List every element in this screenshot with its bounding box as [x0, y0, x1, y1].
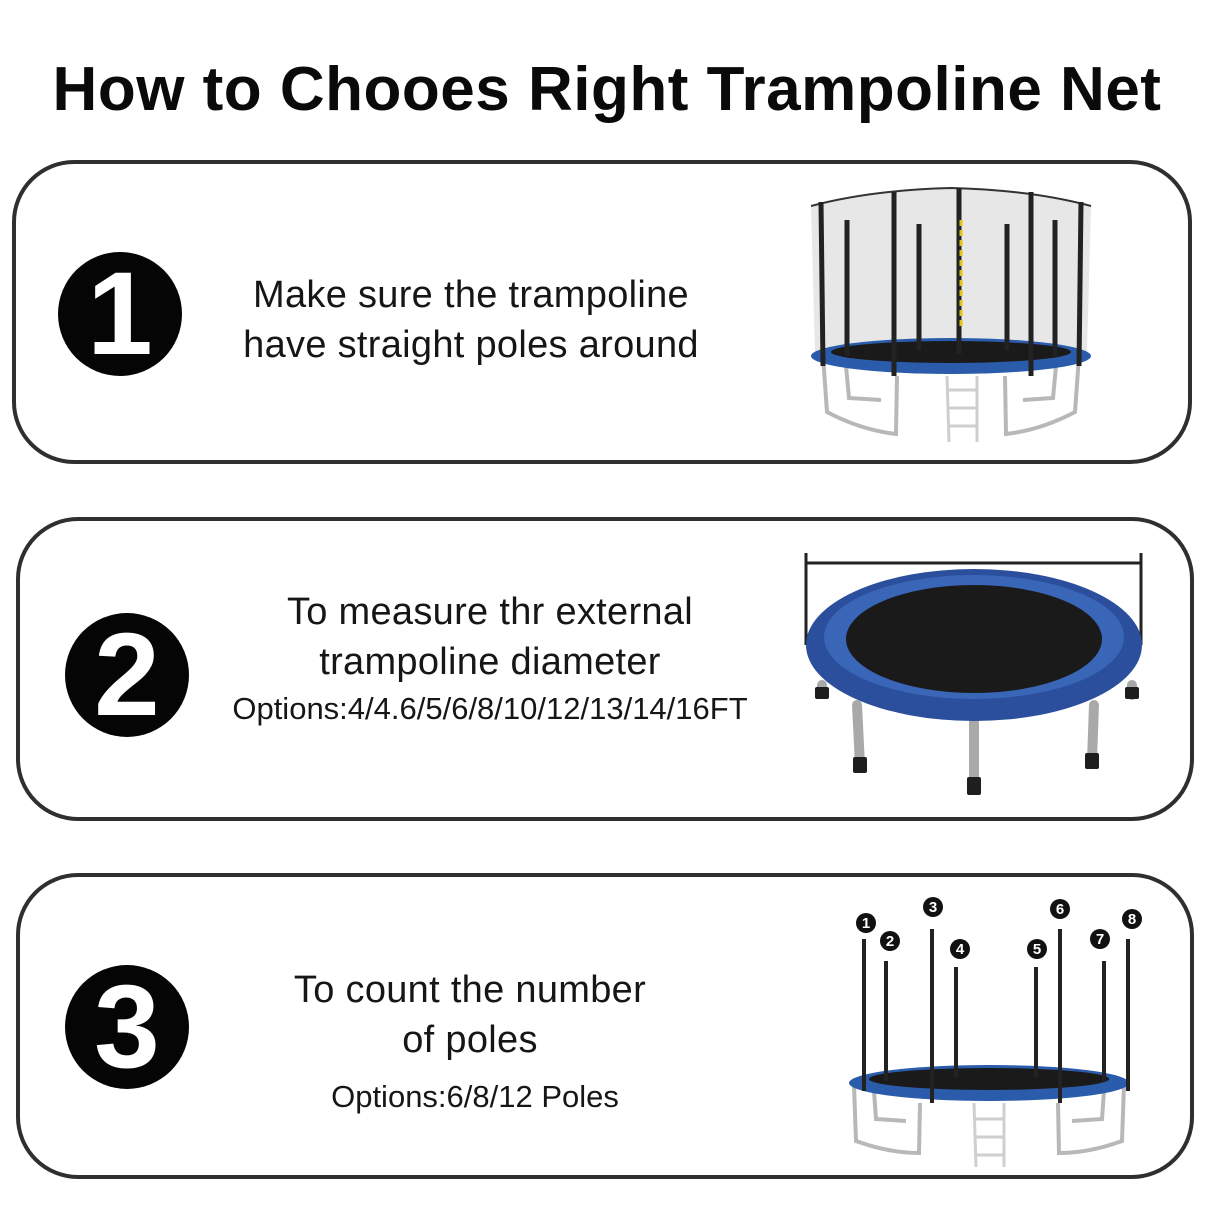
step-options: Options:4/4.6/5/6/8/10/12/13/14/16FT — [232, 691, 748, 726]
step-text-line: of poles — [402, 1019, 538, 1061]
step-card-3: 3 To count the number of poles Options:6… — [16, 873, 1194, 1179]
step-card-2: 2 To measure thr external trampoline dia… — [16, 517, 1194, 821]
pole-label: 2 — [886, 933, 894, 950]
step-options: Options:6/8/12 Poles — [331, 1079, 619, 1114]
step-card-1: 1 Make sure the trampoline have straight… — [12, 160, 1192, 464]
step-number-badge: 1 — [58, 252, 182, 376]
pole-label: 3 — [929, 899, 937, 916]
trampoline-diameter-icon — [804, 553, 1143, 795]
pole-label: 7 — [1096, 931, 1104, 948]
step-description: Make sure the trampoline have straight p… — [196, 270, 746, 370]
step-description: To count the number of poles Options:6/8… — [240, 965, 700, 1117]
pole-label: 6 — [1056, 901, 1064, 918]
step-text-line: To measure thr external — [286, 591, 694, 633]
step-text-line: To count the number — [293, 969, 647, 1011]
step-text-line: Make sure the trampoline — [253, 274, 689, 316]
step-number-badge: 3 — [65, 965, 189, 1089]
pole-label: 5 — [1033, 941, 1041, 958]
step-number-badge: 2 — [65, 613, 189, 737]
pole-label: 1 — [862, 915, 870, 932]
page-title: How to Chooes Right Trampoline Net — [52, 55, 1162, 124]
pole-label: 8 — [1128, 911, 1136, 928]
trampoline-with-net-icon — [810, 186, 1092, 443]
step-description: To measure thr external trampoline diame… — [190, 587, 790, 729]
trampoline-poles-icon: 1 2 3 4 5 6 7 8 — [849, 897, 1142, 1168]
step-text-line: have straight poles around — [243, 324, 699, 366]
pole-label: 4 — [956, 941, 965, 958]
step-text-line: trampoline diameter — [319, 641, 661, 683]
